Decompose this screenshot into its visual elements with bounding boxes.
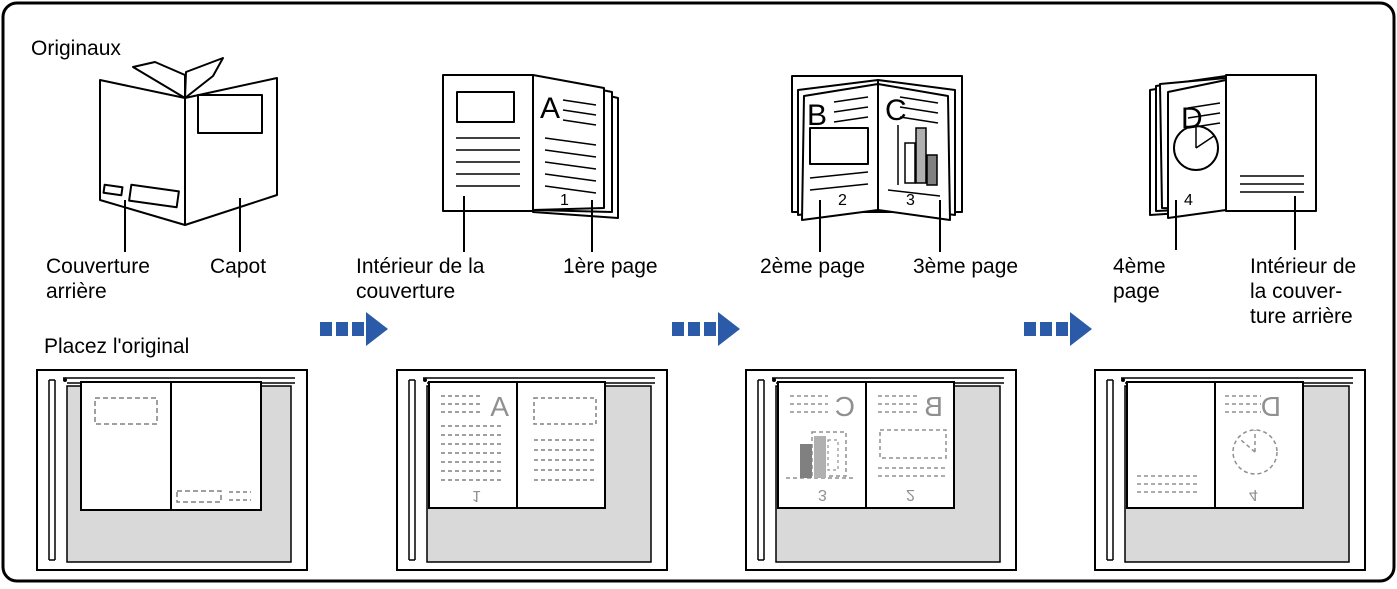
scanner-glass-4: D 4 [1094,369,1366,571]
mirror-number-2: 2 [906,486,915,503]
page-letter-a: A [540,92,560,125]
scanner-glass-1 [36,369,308,571]
label-second-page: 2ème page [760,255,866,278]
label-inside-back-cover: Intérieur de la couver- ture arrière [1250,255,1357,328]
place-original-heading: Placez l'original [44,335,190,358]
mirror-number-4: 4 [1249,486,1258,503]
mirror-letter-b: B [924,391,943,422]
page-number-1: 1 [560,192,569,209]
page-letter-c: C [885,94,907,127]
page-letter-d: D [1181,102,1203,135]
page-number-4: 4 [1184,192,1193,209]
mirror-letter-d: D [1261,391,1281,422]
mirror-number-3: 3 [818,486,827,503]
scanner-glass-3: C B 3 2 [745,369,1017,571]
originals-heading: Originaux [31,37,121,60]
page-number-3: 3 [906,192,915,209]
label-first-page: 1ère page [563,255,658,278]
booklet-step3 [791,75,963,221]
mirror-letter-a: A [490,391,509,422]
booklet-original [99,57,278,226]
mirror-letter-c: C [835,391,855,422]
label-front-cover: Capot [210,255,267,278]
booklet-step2 [442,74,619,219]
label-fourth-page: 4ème page [1113,255,1166,303]
mirror-number-1: 1 [472,487,481,504]
label-inside-cover: Intérieur de la couverture [356,255,485,303]
scanner-glass-2: A 1 [396,369,668,571]
booklet-step4 [1149,74,1317,219]
label-third-page: 3ème page [913,255,1019,278]
page-number-2: 2 [838,192,847,209]
label-back-cover: Couverture arrière [46,255,150,303]
page-letter-b: B [807,99,827,132]
